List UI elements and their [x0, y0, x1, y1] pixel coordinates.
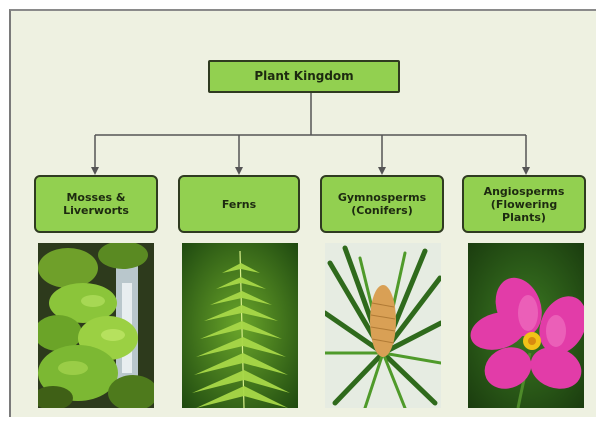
fern-photo — [182, 243, 298, 408]
node-mosses-liverworts: Mosses & Liverworts — [34, 175, 158, 233]
flower-photo — [468, 243, 584, 408]
node-gymnosperms: Gymnosperms (Conifers) — [320, 175, 444, 233]
conifer-photo — [325, 243, 441, 408]
root-node-plant-kingdom: Plant Kingdom — [208, 60, 400, 93]
node-angiosperms: Angiosperms (Flowering Plants) — [462, 175, 586, 233]
node-ferns: Ferns — [178, 175, 300, 233]
moss-photo — [38, 243, 154, 408]
